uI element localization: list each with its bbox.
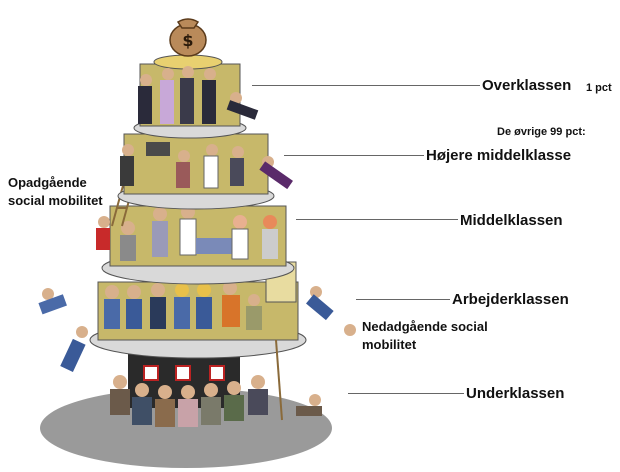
label-ovrige-99-pct: De øvrige 99 pct: bbox=[497, 126, 586, 138]
leader-line-arbejderklassen bbox=[356, 299, 450, 300]
upper-class-people bbox=[138, 66, 259, 124]
label-arbejderklassen: Arbejderklassen bbox=[452, 291, 569, 308]
label-overklassen: Overklassen bbox=[482, 77, 572, 94]
label-middelklassen: Middelklassen bbox=[460, 212, 563, 229]
underclass-people bbox=[110, 375, 322, 427]
money-bag-icon: $ bbox=[169, 18, 207, 57]
leader-line-middelklassen bbox=[296, 219, 458, 220]
dollar-sign-glyph: $ bbox=[182, 31, 193, 50]
working-class-people bbox=[104, 261, 297, 330]
falling-figure-upper bbox=[259, 156, 293, 190]
downward-mobility-figures bbox=[38, 286, 356, 372]
label-1-pct: 1 pct bbox=[586, 82, 612, 94]
label-nedadgaende-line1: Nedadgående social bbox=[362, 319, 488, 334]
label-opadgaende-line1: Opadgående bbox=[8, 175, 87, 190]
label-nedadgaende-mobilitet: Nedadgående social mobilitet bbox=[362, 318, 512, 354]
leader-line-overklassen bbox=[252, 85, 480, 86]
label-underklassen: Underklassen bbox=[466, 385, 565, 402]
label-opadgaende-line2: social mobilitet bbox=[8, 193, 103, 208]
middle-class-people bbox=[96, 205, 278, 261]
label-opadgaende-mobilitet: Opadgående social mobilitet bbox=[8, 174, 118, 210]
label-hojere-middelklasse: Højere middelklasse bbox=[426, 147, 572, 164]
upper-middle-people bbox=[120, 142, 244, 189]
label-nedadgaende-line2: mobilitet bbox=[362, 337, 417, 352]
leader-line-hojere bbox=[284, 155, 424, 156]
leader-line-underklassen bbox=[348, 393, 464, 394]
